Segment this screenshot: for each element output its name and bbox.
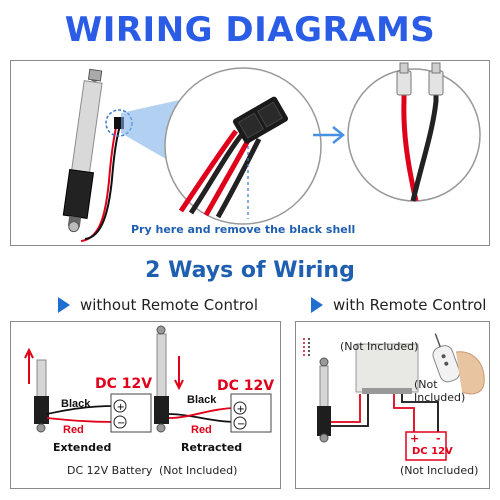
svg-text:−: − bbox=[237, 419, 245, 430]
pry-caption: Pry here and remove the black shell bbox=[131, 223, 356, 236]
mode-label-with-remote: with Remote Control bbox=[333, 296, 487, 314]
state-label-retracted: Retracted bbox=[181, 441, 243, 454]
wire-label-red-b: Red bbox=[191, 424, 212, 436]
top-panel: Pry here and remove the black shell bbox=[10, 60, 490, 246]
wiring-with-remote-panel: (Not Included) (Not Included) + - DC 12V… bbox=[295, 321, 490, 489]
section-title: 2 Ways of Wiring bbox=[145, 258, 355, 283]
battery-plus: + bbox=[410, 432, 420, 445]
battery-not-included: (Not Included) bbox=[400, 464, 479, 477]
svg-text:+: + bbox=[117, 402, 125, 413]
mode-label-without-remote: without Remote Control bbox=[80, 296, 259, 314]
actuator-overview-illustration bbox=[62, 62, 481, 242]
voltage-label-a: DC 12V bbox=[95, 376, 153, 392]
remote-not-included: (Not Included) bbox=[414, 378, 466, 404]
page-title: WIRING DIAGRAMS bbox=[64, 10, 436, 50]
state-label-extended: Extended bbox=[53, 441, 112, 454]
battery-note: DC 12V Battery bbox=[67, 464, 153, 477]
wire-label-black-b: Black bbox=[187, 394, 217, 406]
not-included-note: (Not Included) bbox=[159, 464, 238, 477]
svg-text:+: + bbox=[237, 404, 245, 415]
battery-voltage-label: DC 12V bbox=[412, 446, 453, 457]
wire-label-black-a: Black bbox=[61, 398, 91, 410]
play-icon bbox=[311, 297, 323, 313]
play-icon bbox=[58, 297, 70, 313]
without-remote-diagram: + − + − bbox=[24, 325, 272, 433]
battery-minus: - bbox=[436, 432, 441, 445]
wiring-without-remote-panel: + − + − DC 12V DC 12V Black Red Black Re… bbox=[10, 321, 281, 489]
controller-not-included: (Not Included) bbox=[340, 340, 419, 353]
wire-label-red-a: Red bbox=[63, 424, 84, 436]
with-remote-diagram bbox=[303, 333, 485, 461]
voltage-label-b: DC 12V bbox=[217, 378, 275, 394]
svg-text:−: − bbox=[117, 418, 125, 429]
